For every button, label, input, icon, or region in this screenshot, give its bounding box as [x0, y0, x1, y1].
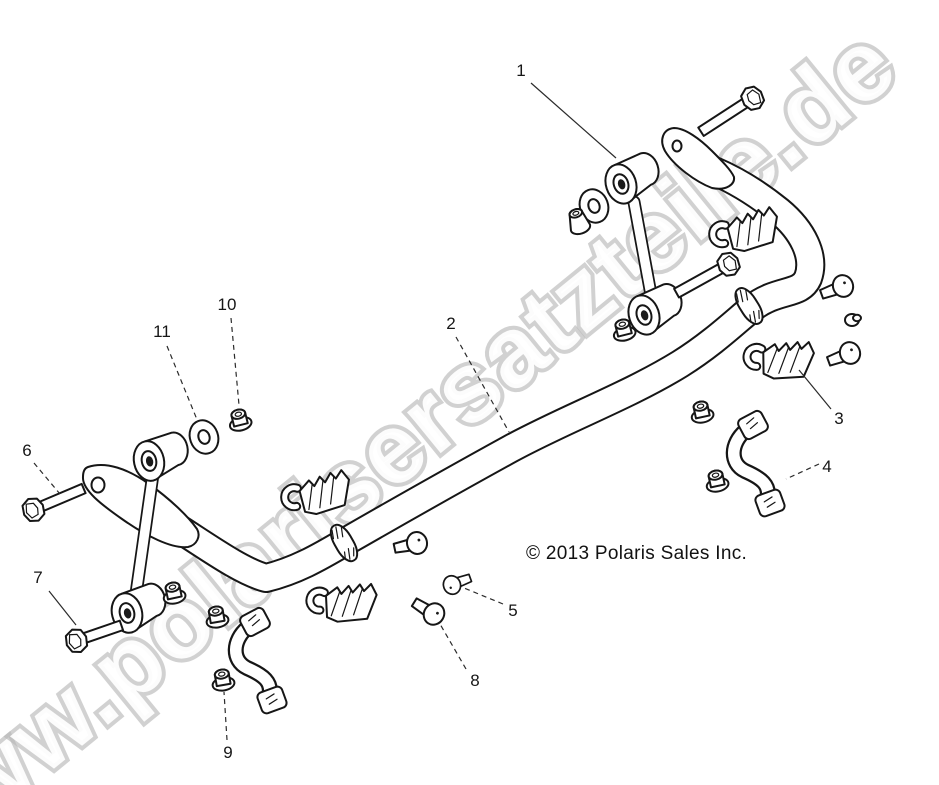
leader-5 [463, 587, 504, 605]
leader-1 [530, 82, 617, 159]
part-screw-8 [407, 591, 450, 630]
part-saddle-bracket-left [236, 606, 288, 715]
part-saddle-bracket-right [734, 409, 786, 518]
part-nut-right-a [687, 398, 716, 426]
leader-6 [33, 462, 61, 495]
callout-2: 2 [446, 314, 456, 333]
part-bolt-mid-right [673, 251, 741, 299]
part-screw-right-2 [823, 338, 865, 373]
part-nut-9 [209, 666, 237, 694]
leader-3 [798, 369, 832, 410]
part-stabilizer-bar [155, 156, 826, 593]
part-nut-10 [225, 406, 254, 434]
part-link-right [598, 148, 690, 340]
part-nut-right-b [702, 467, 731, 495]
watermark-label: www.polarisersatzteile.de [0, 2, 919, 785]
part-link-left [105, 429, 194, 638]
leader-9 [223, 691, 228, 741]
copyright-text: © 2013 Polaris Sales Inc. [526, 543, 748, 564]
leader-10 [230, 317, 240, 406]
part-screw-center [391, 529, 431, 560]
part-screw-right-endview [844, 313, 862, 327]
callout-7: 7 [33, 568, 43, 587]
part-screw-5 [439, 568, 475, 598]
leader-lines [33, 82, 832, 741]
callout-11: 11 [153, 322, 171, 341]
part-bar-eye-right [661, 127, 736, 190]
leader-11 [166, 345, 199, 423]
callout-6: 6 [22, 441, 32, 460]
svg-text:www.polarisersatzteile.de: www.polarisersatzteile.de [0, 6, 917, 785]
leader-8 [439, 623, 467, 670]
callout-5: 5 [508, 601, 518, 620]
leader-7 [48, 590, 77, 626]
leader-4 [785, 463, 820, 480]
part-washer-11 [184, 415, 224, 459]
part-bolt-6 [21, 482, 87, 523]
part-bolt-7 [64, 619, 125, 654]
part-bushing-left-bottom [307, 576, 378, 627]
callout-3: 3 [834, 409, 844, 428]
watermark-text: www.polarisersatzteile.de [0, 2, 919, 785]
callout-10: 10 [217, 295, 237, 314]
callout-4: 4 [822, 457, 832, 476]
part-bolt-top-right [697, 85, 766, 137]
callout-1: 1 [516, 61, 526, 80]
leader-2 [455, 336, 510, 433]
callout-8: 8 [470, 671, 480, 690]
callout-9: 9 [223, 743, 233, 762]
